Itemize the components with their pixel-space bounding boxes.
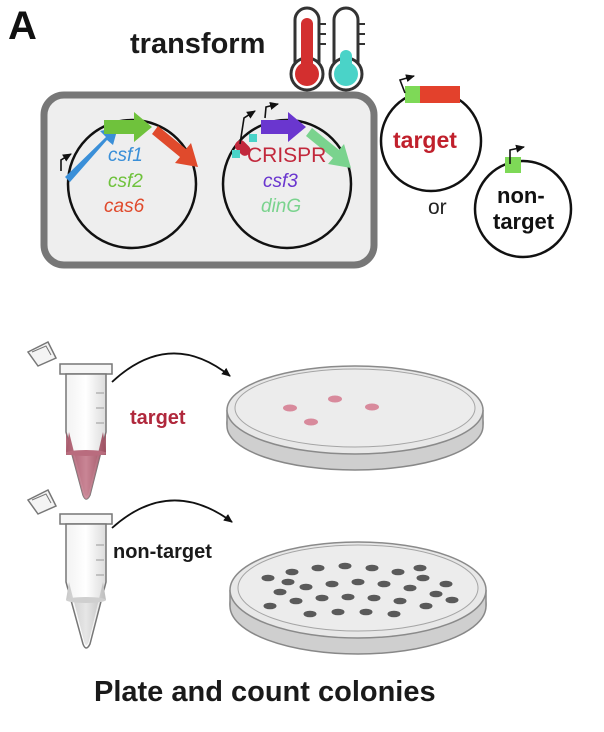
repeat-block (232, 150, 240, 158)
colony (341, 593, 355, 601)
colony (303, 610, 317, 618)
target-plasmid (379, 74, 483, 193)
gene-label-dinG: dinG (261, 196, 302, 217)
panel-label: A (8, 4, 37, 48)
promoter-arrow-icon (264, 102, 279, 119)
colony (377, 580, 391, 588)
nontarget-colonies (261, 562, 459, 618)
gene-label-csf1: csf1 (108, 145, 143, 166)
nontarget-plasmid-label-line2: target (493, 209, 555, 234)
colony (429, 590, 443, 598)
target-petri-dish (226, 365, 484, 471)
nontarget-plate-label: non-target (113, 541, 212, 563)
colony (311, 564, 325, 572)
colony (331, 608, 345, 616)
colony (338, 562, 352, 570)
plasmid-2 (221, 102, 353, 250)
hot-thermometer-icon (289, 6, 326, 92)
colony (413, 564, 427, 572)
cold-thermometer-icon (328, 6, 365, 92)
colony (359, 608, 373, 616)
promoter-arrow-icon (509, 144, 525, 164)
colony (325, 580, 339, 588)
nontarget-plasmid (473, 144, 573, 259)
colony (315, 594, 329, 602)
cell-box (40, 91, 378, 269)
promoter-arrow-icon (60, 153, 72, 171)
transfer-arrow-icon (111, 499, 233, 529)
gene-label-cas6: cas6 (104, 196, 145, 217)
transform-title: transform (130, 28, 266, 60)
or-separator: or (428, 196, 447, 219)
colony (403, 584, 417, 592)
csf1-gene-arrow (65, 127, 118, 182)
promoter-arrow-icon (398, 74, 415, 94)
target-colonies (283, 395, 379, 426)
colony (439, 580, 453, 588)
colony (261, 574, 275, 582)
colony (289, 597, 303, 605)
colony (387, 610, 401, 618)
nontarget-petri-dish (229, 541, 487, 655)
colony (285, 568, 299, 576)
nontarget-tube (26, 488, 113, 649)
colony (393, 597, 407, 605)
dinG-gene-arrow (306, 128, 351, 168)
colony (299, 583, 313, 591)
gene-label-csf3: csf3 (263, 171, 298, 192)
colony (263, 602, 277, 610)
cas6-gene-arrow (152, 126, 198, 167)
gene-label-crispr: CRISPR (247, 144, 327, 167)
colony (351, 578, 365, 586)
colony (367, 594, 381, 602)
gene-label-csf2: csf2 (108, 171, 143, 192)
colony (391, 568, 405, 576)
colony (419, 602, 433, 610)
promoter-arrow-icon (239, 110, 256, 145)
csf2-gene-arrow (104, 112, 152, 142)
colony (445, 596, 459, 604)
nontarget-plasmid-label-line1: non- (497, 183, 545, 208)
target-plate-label: target (130, 407, 186, 429)
colony (365, 564, 379, 572)
colony (281, 578, 295, 586)
repeat-block (249, 134, 257, 142)
csf3-gene-arrow (261, 112, 306, 142)
caption: Plate and count colonies (94, 676, 436, 708)
target-plasmid-label: target (393, 127, 457, 153)
transfer-arrow-icon (111, 352, 231, 383)
target-tube (26, 340, 113, 500)
colony (273, 588, 287, 596)
crispr-array (234, 140, 251, 156)
plasmid-1 (60, 112, 198, 250)
colony (416, 574, 430, 582)
